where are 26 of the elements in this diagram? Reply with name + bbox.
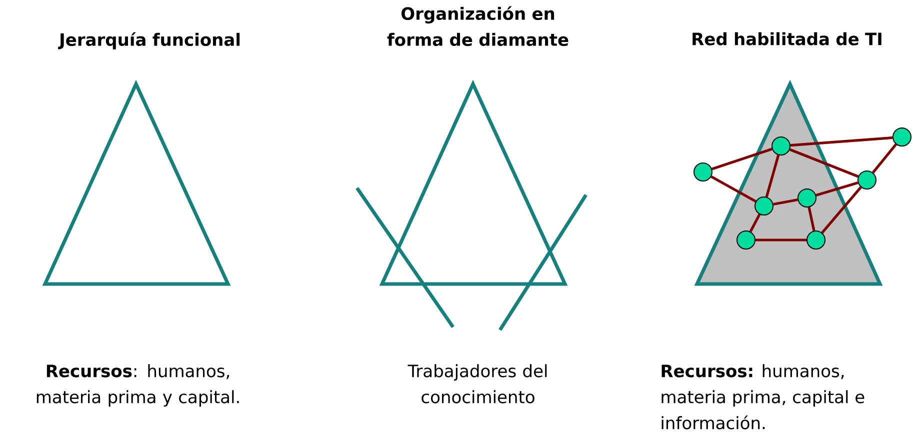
network-node (858, 170, 876, 190)
network-node (892, 128, 912, 146)
caption-text: Recursos: humanos, materia prima, capital e información. (662, 364, 864, 430)
panel-title: Red habilitada de TI (692, 32, 882, 46)
network-node (694, 162, 712, 182)
caption-text: Recursos: humanos, materia prima y capital. (36, 364, 239, 407)
connector-line (790, 136, 893, 147)
network-node (736, 230, 756, 250)
connector-line (808, 207, 816, 231)
connector-line (712, 148, 772, 170)
panel-title: Organización en forma de diamante (387, 6, 568, 46)
connector-line (710, 175, 756, 202)
connector-line (872, 144, 897, 174)
connector-line (821, 186, 862, 234)
connector-line (756, 238, 806, 242)
network-node (798, 188, 816, 208)
connector-line (749, 214, 761, 232)
network-node (754, 196, 774, 216)
caption-text: Trabajadores del conocimiento (408, 364, 547, 404)
network-node (772, 136, 790, 156)
panel-title: Jerarquía funcional (58, 32, 240, 50)
connector-line (816, 181, 858, 197)
connector-line (789, 148, 859, 178)
network-node (806, 230, 826, 250)
connector-line (773, 198, 798, 206)
connector-line (765, 154, 780, 198)
